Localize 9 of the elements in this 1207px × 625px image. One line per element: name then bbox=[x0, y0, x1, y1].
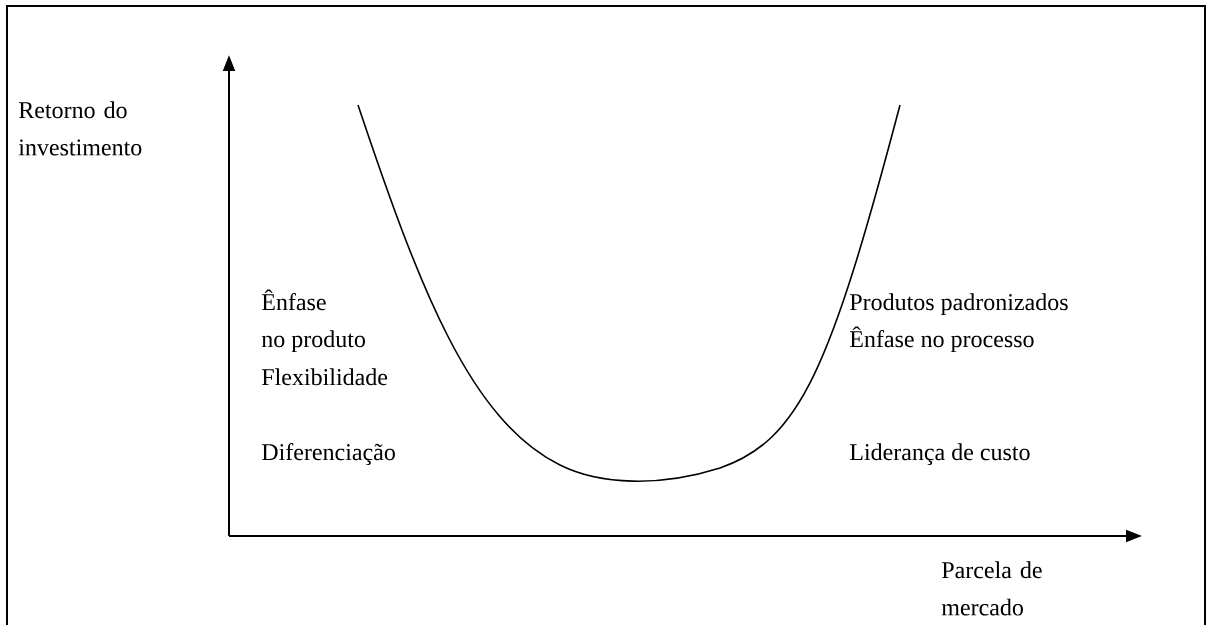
region-label: Flexibilidade bbox=[261, 368, 388, 386]
axis-label: Retorno do investimento bbox=[18, 101, 142, 156]
region-label: Liderança de custo bbox=[849, 443, 1030, 466]
region-label: no produto bbox=[261, 330, 365, 353]
region-label: Ênfase no processo bbox=[849, 326, 1034, 353]
region-label: Diferenciação bbox=[261, 443, 395, 466]
region-label: Ênfase bbox=[261, 289, 326, 311]
axis-label: Parcela de mercado bbox=[941, 561, 1042, 616]
region-label: Produtos padronizados bbox=[849, 293, 1068, 316]
